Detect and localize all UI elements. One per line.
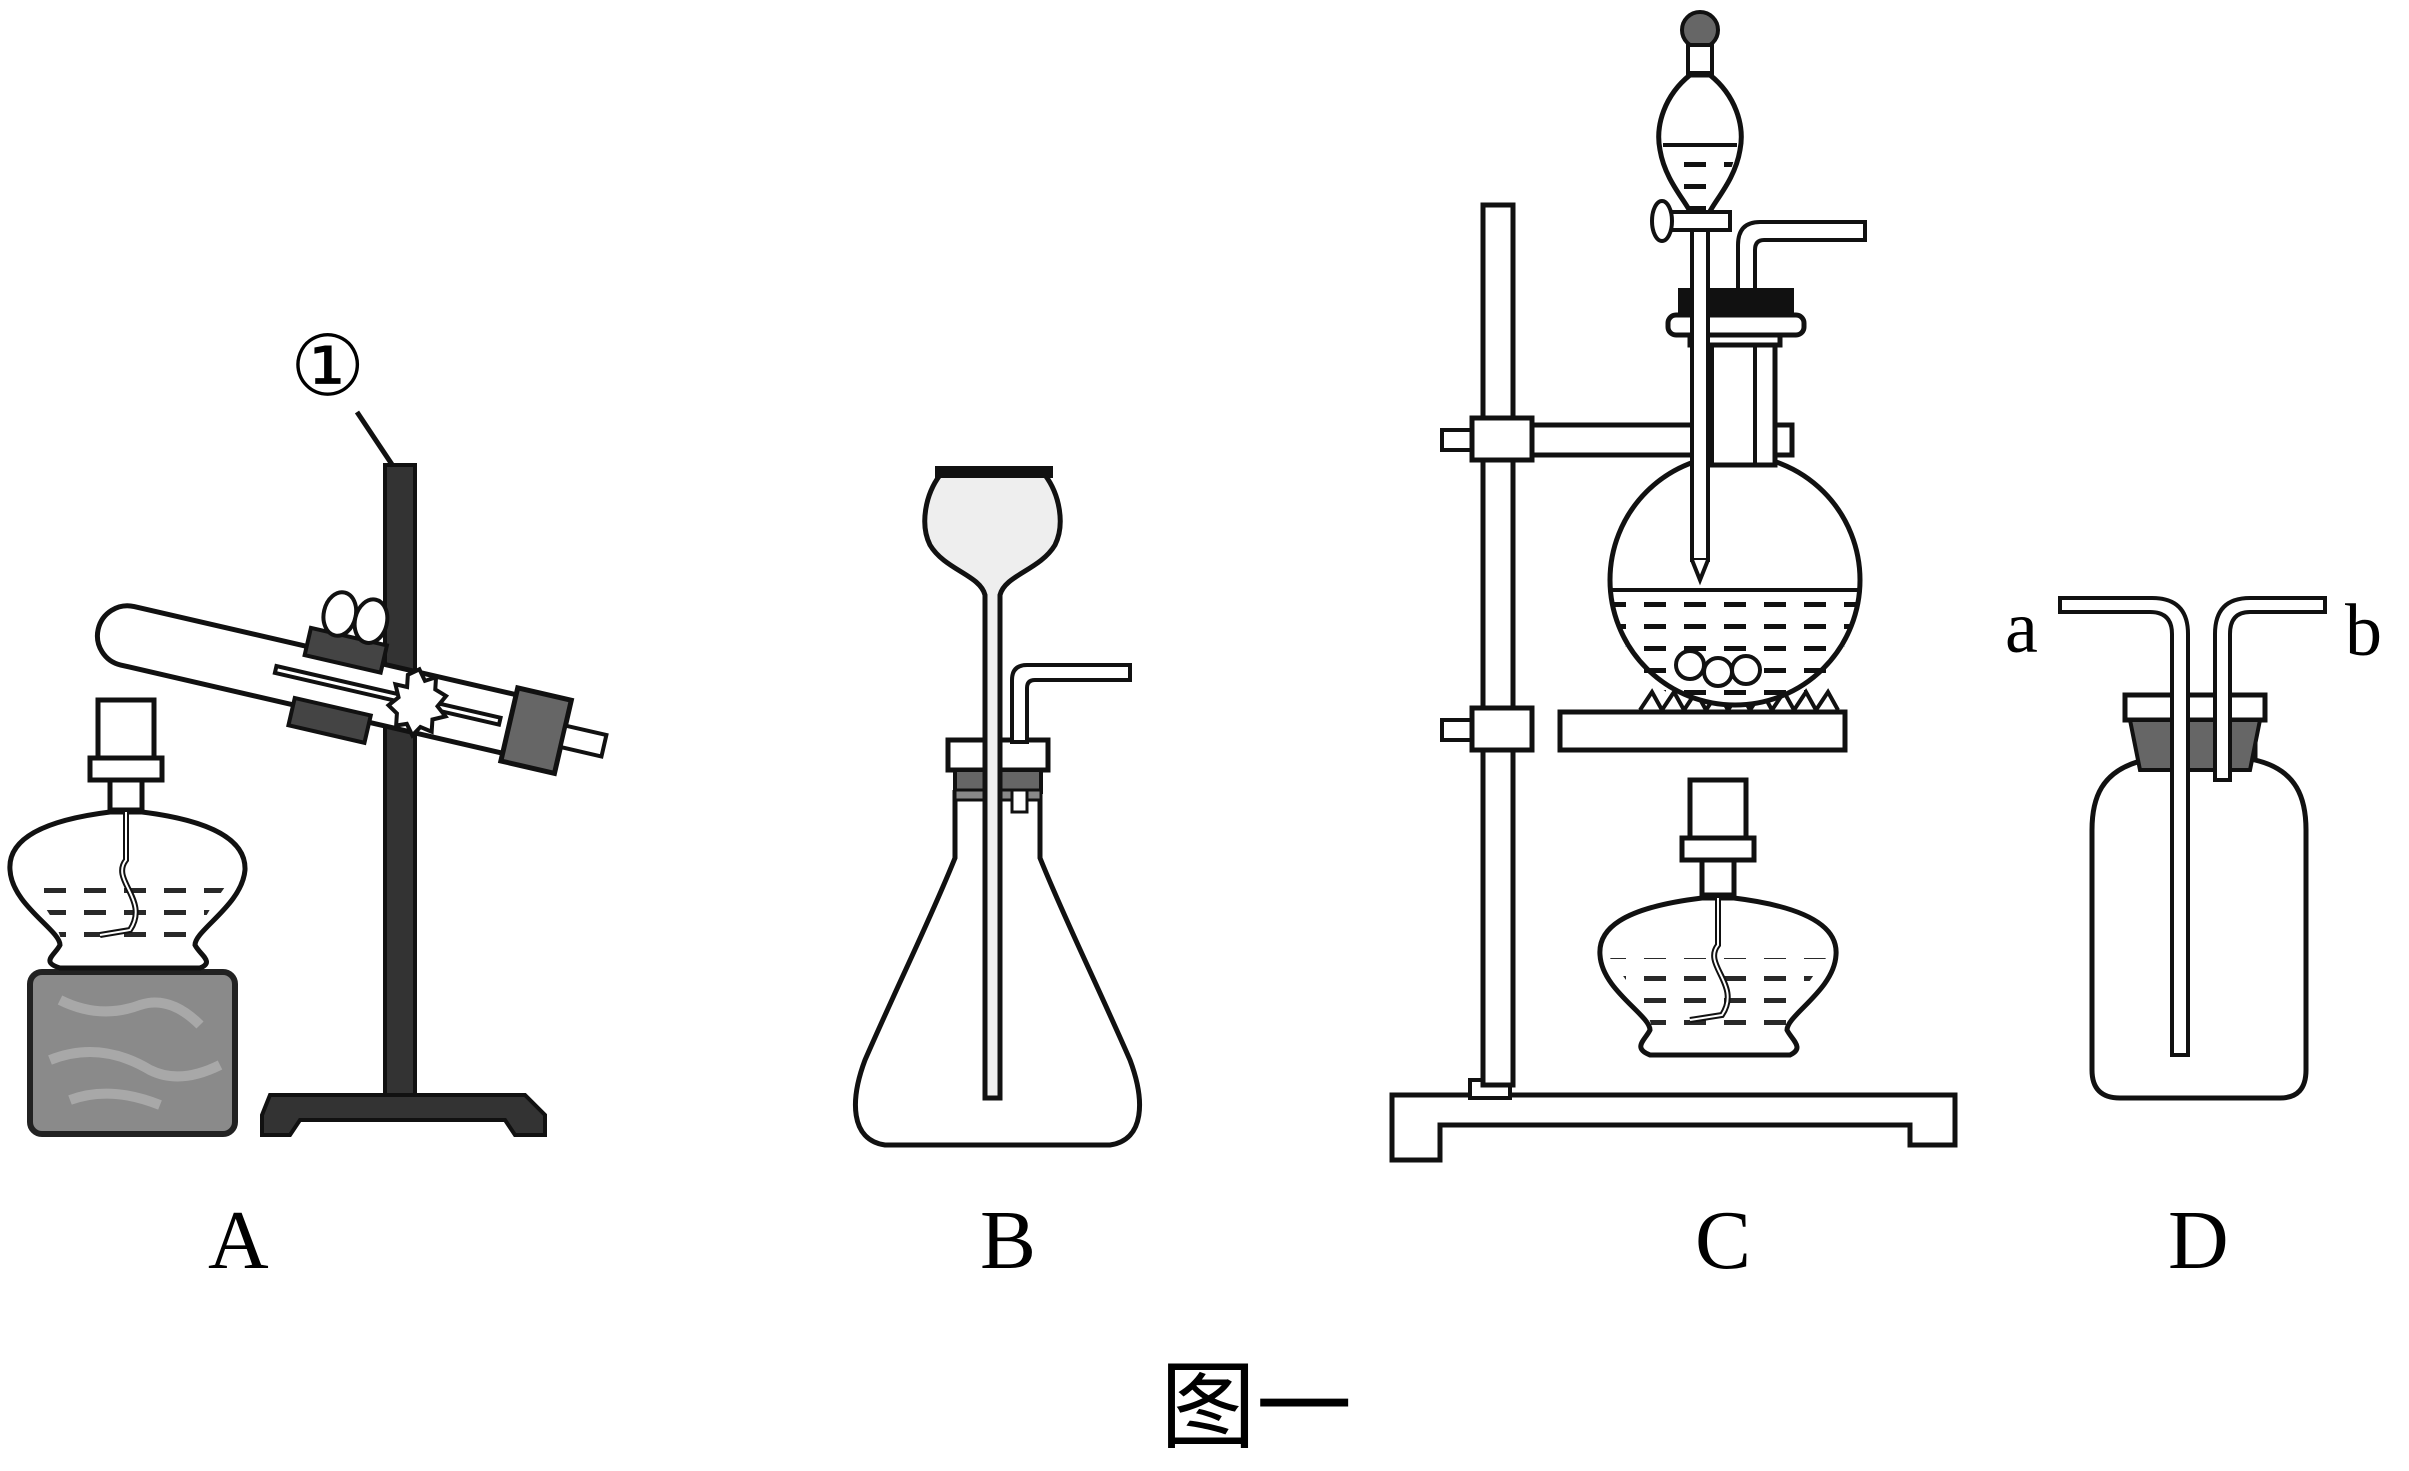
- boss-head-upper: [1469, 415, 1535, 463]
- separatory-funnel: [1650, 10, 1744, 586]
- delivery-tube-c: [1736, 220, 1867, 292]
- gas-washing-bottle: [2089, 743, 2309, 1101]
- stopcock: [1666, 210, 1732, 232]
- apparatus-c: C: [1389, 10, 1958, 1287]
- rubber-stopper-d: [2127, 718, 2263, 772]
- delivery-tube-b: [1010, 663, 1132, 744]
- alcohol-lamp-c: [1597, 777, 1839, 1058]
- port-label-b: b: [2345, 590, 2382, 672]
- iron-stand-rod-c: [1480, 202, 1516, 1088]
- port-label-a: a: [2005, 587, 2038, 669]
- callout-line: [354, 410, 396, 468]
- label-b: B: [980, 1194, 1036, 1287]
- label-d: D: [2168, 1194, 2229, 1287]
- apparatus-a: ① A: [7, 321, 609, 1287]
- alcohol-lamp-a: [7, 697, 248, 971]
- label-c: C: [1695, 1194, 1751, 1287]
- long-neck-funnel: [922, 472, 1063, 1101]
- clamp-jaw-top: [302, 625, 390, 676]
- label-a: A: [208, 1194, 269, 1287]
- apparatus-b: B: [853, 466, 1142, 1287]
- apparatus-d: a b D: [2005, 587, 2382, 1287]
- boss-head-lower: [1469, 705, 1535, 753]
- gauze-support: [1557, 709, 1848, 753]
- callout-number: ①: [290, 321, 365, 414]
- iron-stand-base-c: [1389, 1092, 1958, 1163]
- cotton-plug: [385, 666, 450, 739]
- test-tube-clamp-assembly: [94, 590, 609, 777]
- inlet-tube-a: [2058, 596, 2190, 1057]
- clamp-jaw-bottom: [286, 695, 374, 746]
- iron-stand-a: [260, 410, 547, 1137]
- delivery-tube-a: [558, 723, 609, 759]
- outlet-tube-b: [2213, 596, 2327, 782]
- figure-caption: 图一: [1160, 1354, 1352, 1461]
